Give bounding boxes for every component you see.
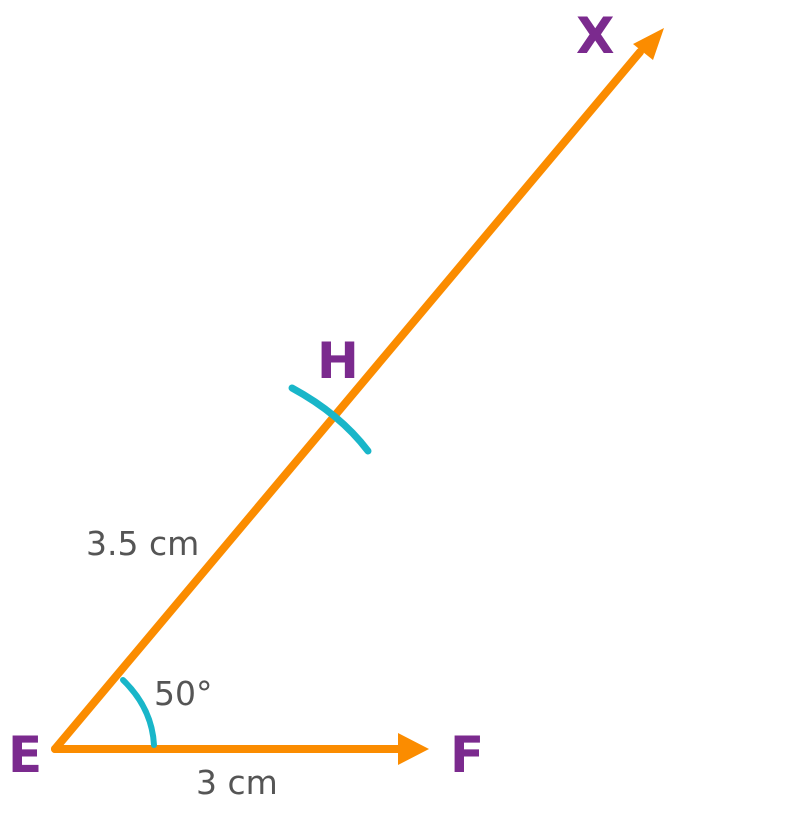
point-label-f: F [450, 726, 484, 784]
length-label-eh: 3.5 cm [86, 524, 199, 563]
arrowhead-f [398, 733, 429, 765]
arrowhead-x [633, 28, 664, 60]
angle-arc-e [120, 677, 157, 748]
angle-label: 50° [154, 674, 213, 713]
ray-ex [51, 48, 644, 753]
point-label-e: E [8, 726, 42, 784]
point-label-h: H [317, 332, 359, 390]
length-label-ef: 3 cm [196, 763, 278, 802]
compass-arc-h [288, 384, 372, 455]
point-label-x: X [576, 7, 615, 65]
